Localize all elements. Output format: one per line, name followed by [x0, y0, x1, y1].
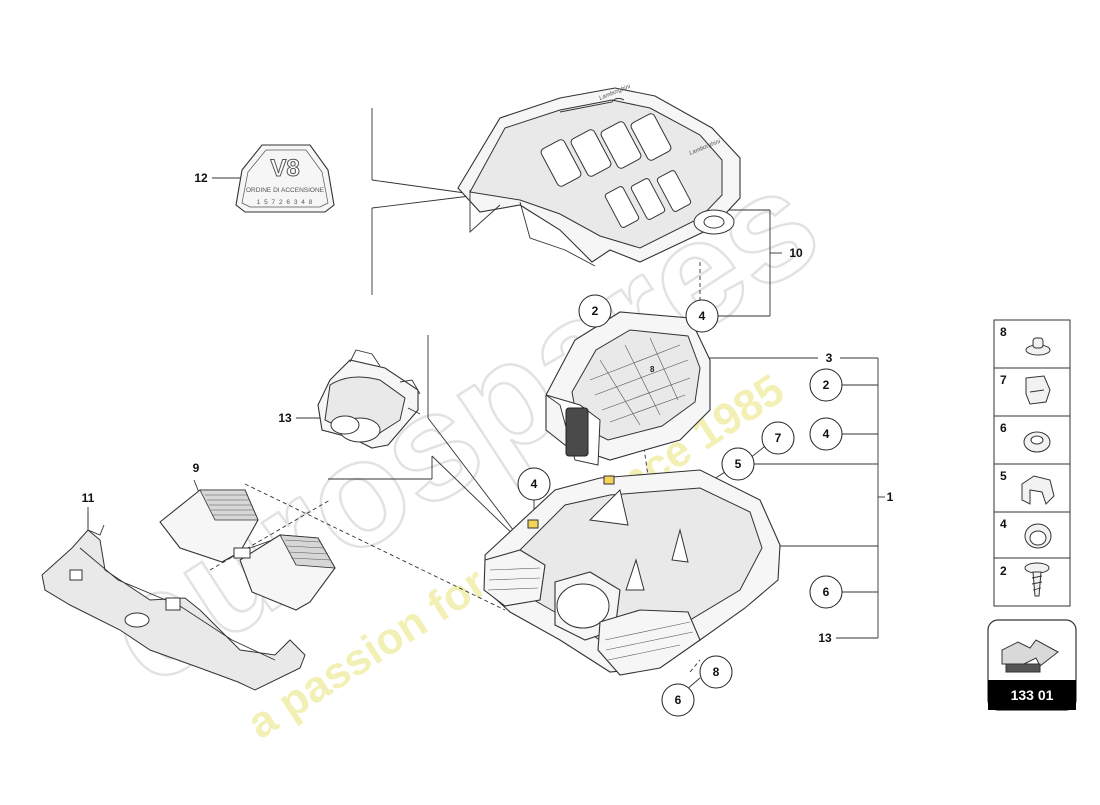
callout-11: 11: [82, 491, 95, 505]
page-ref-number: 133 01: [1011, 687, 1054, 703]
callout-circle: [761, 421, 795, 455]
bracket-clip-icon: [1025, 375, 1051, 405]
callout-7: 7: [775, 431, 782, 445]
callout-13-middle: 13: [278, 411, 292, 425]
screw-icon: [1024, 562, 1050, 597]
callout-1: 1: [887, 490, 894, 504]
part-1-airbox-base: [483, 469, 781, 676]
svg-text:8: 8: [650, 365, 655, 374]
callout-4-right: 4: [823, 427, 830, 441]
callout-circle: [517, 467, 551, 501]
callouts: 2 4 10 12 13 9 11 3 1 13 2 4 7 5 4 6 8 6: [82, 171, 894, 717]
badge-title: V8: [270, 155, 299, 182]
legend-number: 7: [1000, 373, 1007, 387]
legend-number: 8: [1000, 325, 1007, 339]
grommet-icon: [1023, 431, 1051, 453]
callout-5: 5: [735, 457, 742, 471]
legend-number: 5: [1000, 469, 1007, 483]
part-10-engine-cover: Lamborghini Lamborghini: [457, 84, 741, 267]
retainer-clip-icon: [1021, 475, 1055, 505]
callout-6-right: 6: [823, 585, 830, 599]
callout-circle: [699, 655, 733, 689]
callout-6-bottom: 6: [675, 693, 682, 707]
callout-13-right: 13: [818, 631, 832, 645]
badge-line1: ORDINE DI ACCENSIONE: [246, 187, 325, 194]
callout-12: 12: [194, 171, 208, 185]
part-3-filter-lid: 8: [545, 311, 711, 466]
arrow-page-icon: [1001, 639, 1059, 673]
badge-line2: 1 5 7 2 6 3 4 8: [257, 199, 314, 206]
push-clip-icon: [1025, 337, 1051, 356]
legend-number: 4: [1000, 517, 1007, 531]
callout-circle: [578, 294, 612, 328]
callout-circle: [685, 299, 719, 333]
part-11-bracket: [41, 512, 306, 691]
callout-circle: [809, 417, 843, 451]
part-9-intake-ducts: [159, 489, 336, 611]
callout-4-left: 4: [531, 477, 538, 491]
legend-number: 2: [1000, 564, 1007, 578]
callout-circle: [721, 447, 755, 481]
callout-4-cover: 4: [699, 309, 706, 323]
callout-3: 3: [826, 351, 833, 365]
callout-circle: [809, 368, 843, 402]
callout-circle: [809, 575, 843, 609]
part-12-badge: V8 ORDINE DI ACCENSIONE 1 5 7 2 6 3 4 8: [235, 144, 335, 213]
small-parts-legend: 8 7 6 5 4 2: [993, 319, 1071, 607]
callout-10: 10: [789, 246, 803, 260]
callout-8-bottom: 8: [713, 665, 720, 679]
legend-number: 6: [1000, 421, 1007, 435]
page-reference[interactable]: 133 01: [987, 619, 1077, 711]
callout-circle: [661, 683, 695, 717]
callout-9: 9: [193, 461, 200, 475]
part-13-duct-middle: [317, 349, 421, 449]
callout-2-right: 2: [823, 378, 830, 392]
bushing-icon: [1024, 523, 1052, 549]
callout-2-upper: 2: [592, 304, 599, 318]
